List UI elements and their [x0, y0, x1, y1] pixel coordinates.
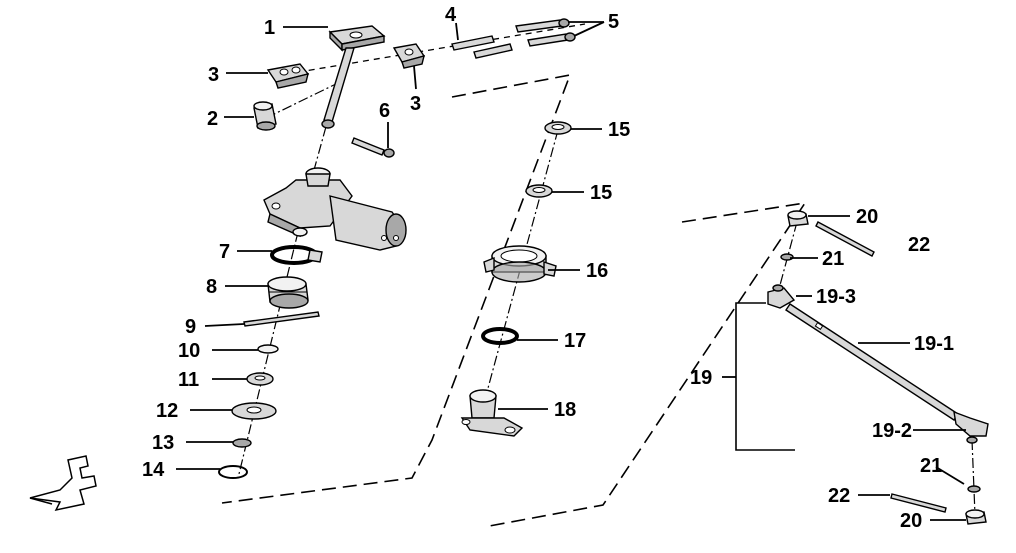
callout-7: 7: [219, 241, 230, 263]
part-3-pivot-block-right: [392, 43, 426, 69]
part-4-pins: [451, 35, 513, 59]
callout-12: 12: [156, 400, 178, 422]
callout-14: 14: [142, 459, 165, 481]
callout-19-2: 19-2: [872, 420, 912, 442]
part-7-clamp-ring: [270, 245, 323, 265]
callout-3-right: 3: [410, 93, 421, 115]
callout-1: 1: [264, 17, 275, 39]
part-2-bushing: [253, 101, 277, 131]
part-19-bracket-line: [735, 302, 795, 451]
callout-21-upper: 21: [822, 248, 844, 270]
part-1-steering-shaft: [321, 25, 386, 129]
callout-11: 11: [178, 369, 199, 391]
callout-19-3: 19-3: [816, 286, 856, 308]
part-12-lock-plate: [231, 402, 277, 420]
callout-3-left: 3: [208, 64, 219, 86]
callout-15-upper: 15: [608, 119, 630, 141]
callout-8: 8: [206, 276, 217, 298]
part-15-bearing-lower: [525, 184, 553, 198]
dashed-boundary-right: [483, 201, 807, 528]
callout-21-lower: 21: [920, 455, 942, 477]
dashed-boundary-left: [221, 73, 572, 504]
callout-2: 2: [207, 108, 218, 130]
part-21-washer-upper: [780, 253, 794, 261]
part-10-washer: [257, 344, 279, 354]
part-15-bearing-upper: [544, 121, 572, 135]
callout-13: 13: [152, 432, 174, 454]
part-9-cotter-pin: [243, 311, 320, 327]
part-19-2-tie-rod-end-lower: [953, 410, 989, 444]
part-20-castle-nut-upper: [787, 210, 809, 227]
part-19-1-tie-rod: [785, 303, 959, 421]
callout-22-lower: 22: [828, 485, 850, 507]
leader-lines: [176, 21, 966, 521]
callout-labels: 1 2 3 3 4 5 6 7 8 9 10 11 12 13 14 15 15…: [142, 4, 954, 532]
part-8-boot: [267, 276, 309, 309]
callout-17: 17: [564, 330, 586, 352]
front-arrow-f-icon: [29, 455, 97, 512]
part-22-cotter-pin-upper: [815, 221, 875, 257]
part-19-3-tie-rod-end-upper: [767, 284, 796, 309]
part-22-cotter-pin-lower: [890, 493, 947, 513]
part-3-pivot-block-left: [266, 63, 310, 89]
callout-4: 4: [445, 4, 457, 26]
callout-18: 18: [554, 399, 576, 421]
steering-gear-box: [263, 167, 407, 251]
callout-9: 9: [185, 316, 196, 338]
callout-19: 19: [690, 367, 712, 389]
callout-19-1: 19-1: [914, 333, 954, 355]
part-13-nut: [232, 438, 252, 448]
part-18-pitman-arm: [460, 389, 524, 437]
part-16-bearing-housing: [483, 245, 557, 283]
callout-22-upper: 22: [908, 234, 930, 256]
part-21-washer-lower: [967, 485, 981, 493]
part-5-bolts: [515, 18, 576, 47]
callout-5: 5: [608, 11, 619, 33]
callout-20-lower: 20: [900, 510, 922, 532]
part-17-seal: [481, 327, 519, 345]
part-14-snap-ring: [218, 465, 248, 479]
callout-16: 16: [586, 260, 608, 282]
callout-15-lower: 15: [590, 182, 612, 204]
callout-6: 6: [379, 100, 390, 122]
part-6-bolt: [351, 137, 395, 158]
callout-20-upper: 20: [856, 206, 878, 228]
part-20-castle-nut-lower: [965, 509, 987, 525]
part-11-nut: [246, 372, 274, 386]
callout-10: 10: [178, 340, 200, 362]
